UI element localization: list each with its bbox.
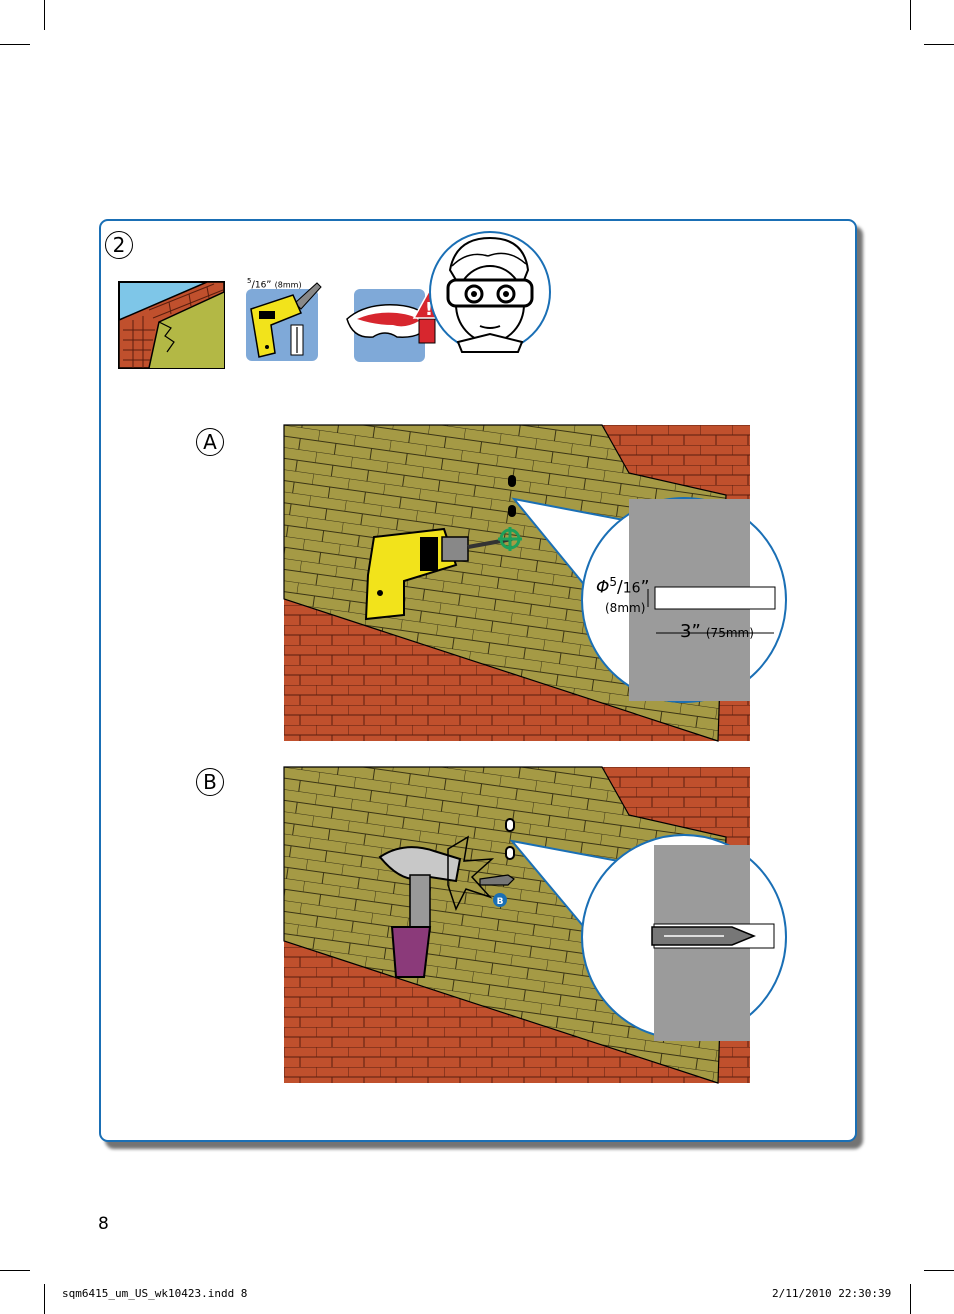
warning-symbol: ! xyxy=(425,299,433,320)
slug-file: sqm6415_um_US_wk10423.indd 8 xyxy=(62,1287,248,1300)
anchor-label: B xyxy=(497,897,504,907)
fraction-denominator: 16 xyxy=(622,580,641,597)
substep-b-label: B xyxy=(196,768,224,796)
drill-bit-size: 5/16” (8mm) xyxy=(247,277,302,291)
inch-mark: ” xyxy=(266,279,272,291)
drill-icon xyxy=(246,282,322,361)
diameter-symbol: Φ xyxy=(596,577,610,598)
wall-anchor-icon xyxy=(479,874,515,886)
fraction-numerator: 5 xyxy=(609,575,618,589)
substep-a-label: A xyxy=(196,428,224,456)
hole-depth-inches: 3” xyxy=(680,621,701,642)
hole-diameter-label: Φ5/16” xyxy=(596,575,650,598)
step-number: 2 xyxy=(105,231,133,259)
crop-mark xyxy=(44,0,45,30)
safety-goggles-icon xyxy=(346,289,436,362)
crop-mark xyxy=(0,44,30,45)
hole-depth-label: 3” (75mm) xyxy=(680,621,754,642)
hammering-illustration: B xyxy=(283,766,787,1084)
crop-mark xyxy=(924,44,954,45)
drill-bit-metric: (8mm) xyxy=(274,280,302,290)
fraction-denominator: 16 xyxy=(254,280,267,291)
drilling-illustration xyxy=(283,424,787,742)
fraction-numerator: 5 xyxy=(247,277,252,285)
slug-date: 2/11/2010 22:30:39 xyxy=(772,1287,892,1300)
wall-anchor-icon xyxy=(651,926,756,946)
crop-mark xyxy=(910,1284,911,1314)
crop-mark xyxy=(0,1270,30,1271)
inch-mark: ” xyxy=(640,577,650,598)
crop-mark xyxy=(910,0,911,30)
brick-wall-icon xyxy=(118,281,225,369)
hole-depth-metric: (75mm) xyxy=(705,626,754,640)
crosshair-icon xyxy=(498,527,522,551)
crop-mark xyxy=(44,1284,45,1314)
crop-mark xyxy=(924,1270,954,1271)
person-with-goggles-icon xyxy=(429,231,551,353)
page-number: 8 xyxy=(98,1214,109,1234)
hammer-icon xyxy=(378,846,462,978)
hole-diameter-metric: (8mm) xyxy=(605,601,646,615)
